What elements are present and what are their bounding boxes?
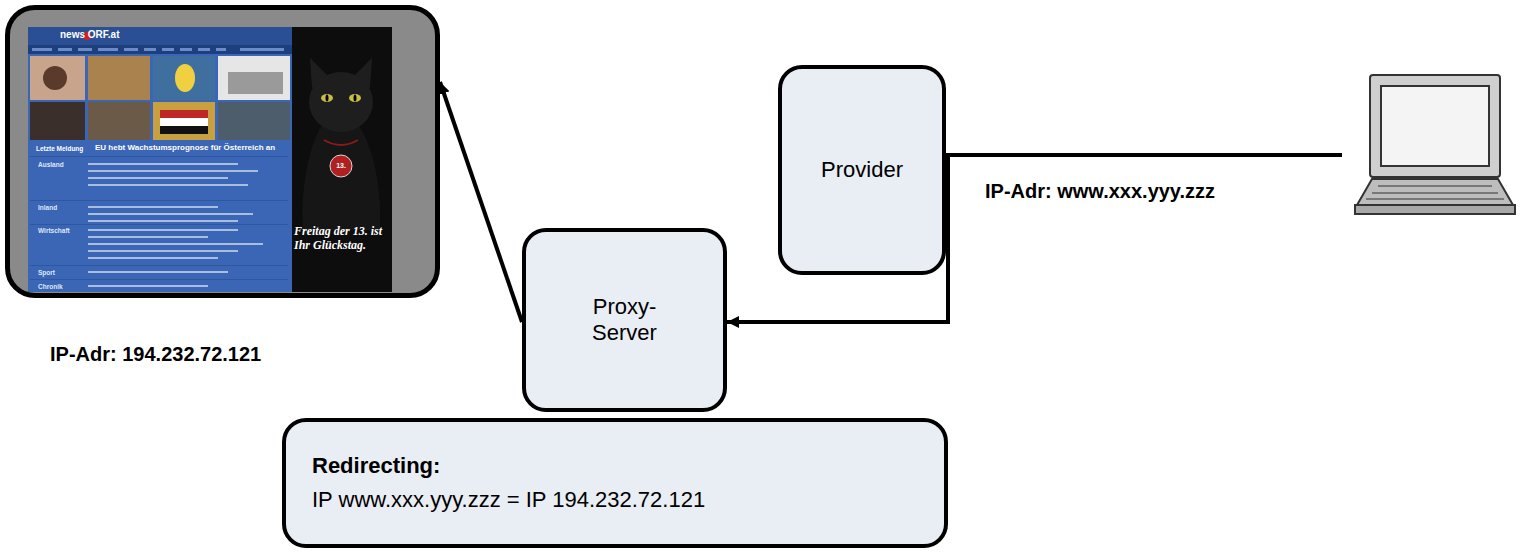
nav-items: [32, 48, 284, 51]
section-name: Wirtschaft: [38, 227, 70, 235]
web-page: [28, 27, 292, 292]
ip-label: IP-Adr: www.xxx.yyy.zzz: [985, 180, 1215, 203]
nav-bar: [28, 45, 292, 54]
separators: [30, 156, 288, 280]
redirect-box: Redirecting: IP www.xxx.yyy.zzz = IP 194.…: [282, 418, 948, 548]
proxy-box: Proxy- Server: [522, 228, 727, 412]
photo-tiles: [30, 56, 290, 140]
connector-arrow: [440, 82, 522, 322]
section-name: Sport: [38, 269, 55, 277]
screenshot-box: news ORF.atLetzte Meldung EU hebt Wachstu…: [5, 5, 440, 298]
tag-number: 13.: [335, 162, 347, 170]
wire: [946, 153, 1342, 157]
advert-slogan: Freitag der 13. ist Ihr Glückstag.: [294, 224, 390, 253]
advert: [292, 27, 392, 292]
page-header: [28, 27, 292, 45]
laptop-icon: [1355, 75, 1515, 214]
box-label: Proxy- Server: [580, 294, 670, 347]
section-name: Letzte Meldung: [36, 145, 83, 153]
cat: [303, 58, 381, 230]
provider-box: Provider: [778, 65, 946, 275]
section-name: Inland: [38, 204, 57, 212]
box-body: IP www.xxx.yyy.zzz = IP 194.232.72.121: [312, 487, 705, 513]
headline: EU hebt Wachstumsprognose für Österreich…: [95, 143, 275, 153]
site-logo: news ORF.at: [60, 29, 119, 41]
screenshot-ground: [7, 7, 438, 296]
section-name: Ausland: [38, 161, 64, 169]
box-heading: Redirecting:: [312, 453, 440, 479]
section-name: Chronik: [38, 283, 63, 291]
ip-label: IP-Adr: 194.232.72.121: [50, 343, 261, 366]
box-label: Provider: [821, 157, 903, 183]
